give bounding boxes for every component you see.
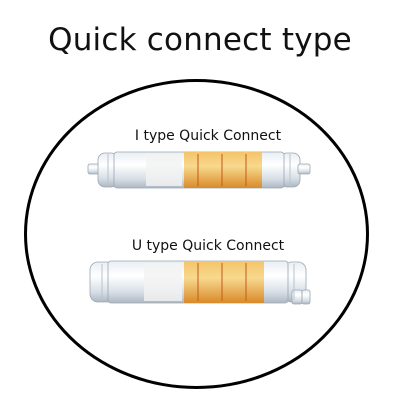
circle-frame [24,79,369,389]
i-type-filter-image [87,151,311,189]
page-title: Quick connect type [48,22,352,58]
u-type-label: U type Quick Connect [131,238,285,254]
u-type-filter-image [89,260,311,305]
i-type-label: I type Quick Connect [134,128,282,144]
